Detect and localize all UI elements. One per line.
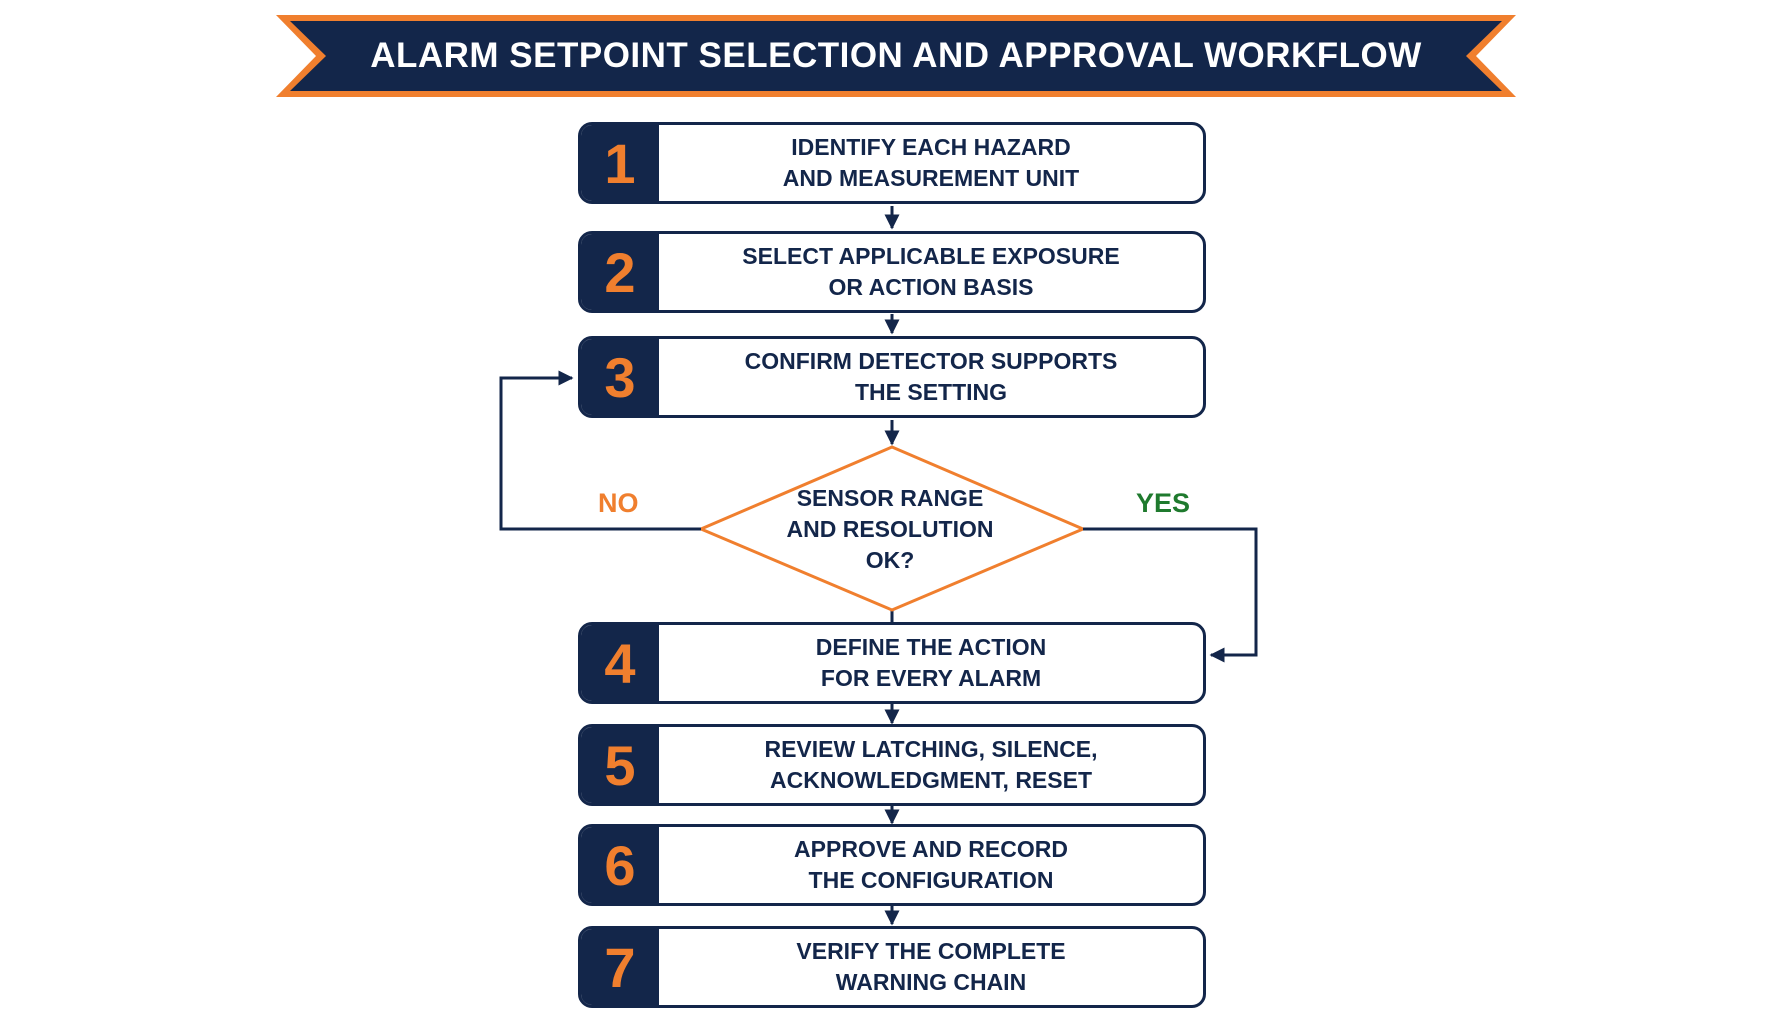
- step-5-line-2: ACKNOWLEDGMENT, RESET: [770, 767, 1092, 793]
- step-7-number: 7: [581, 929, 659, 1005]
- yes-path: [1083, 527, 1258, 663]
- step-4-line-2: FOR EVERY ALARM: [820, 665, 1042, 691]
- step-4-box: 4 DEFINE THE ACTION FOR EVERY ALARM: [578, 622, 1206, 704]
- step-6-box: 6 APPROVE AND RECORD THE CONFIGURATION: [578, 824, 1206, 906]
- step-7-box: 7 VERIFY THE COMPLETE WARNING CHAIN: [578, 926, 1206, 1008]
- no-label: NO: [598, 488, 639, 518]
- step-1-line-2: AND MEASUREMENT UNIT: [782, 165, 1080, 191]
- step-2-line-1: SELECT APPLICABLE EXPOSURE: [742, 243, 1120, 269]
- step-3-text: CONFIRM DETECTOR SUPPORTS THE SETTING: [659, 339, 1203, 415]
- step-6-line-2: THE CONFIGURATION: [808, 867, 1054, 893]
- step-2-text: SELECT APPLICABLE EXPOSURE OR ACTION BASI…: [659, 234, 1203, 310]
- yes-label: YES: [1136, 488, 1191, 518]
- decision-diamond: [697, 445, 1087, 612]
- step-2-number: 2: [581, 234, 659, 310]
- step-4-text: DEFINE THE ACTION FOR EVERY ALARM: [659, 625, 1203, 701]
- decision-line-2: AND RESOLUTION: [786, 515, 994, 542]
- step-7-text: VERIFY THE COMPLETE WARNING CHAIN: [659, 929, 1203, 1005]
- step-6-number: 6: [581, 827, 659, 903]
- step-3-number: 3: [581, 339, 659, 415]
- step-5-number: 5: [581, 727, 659, 803]
- no-loop-path: [499, 370, 701, 531]
- step-5-text: REVIEW LATCHING, SILENCE, ACKNOWLEDGMENT,…: [659, 727, 1203, 803]
- step-5-line-1: REVIEW LATCHING, SILENCE,: [764, 736, 1098, 762]
- step-4-number: 4: [581, 625, 659, 701]
- decision-text: SENSOR RANGE AND RESOLUTION OK?: [760, 482, 1020, 576]
- step-1-box: 1 IDENTIFY EACH HAZARD AND MEASUREMENT UN…: [578, 122, 1206, 204]
- step-3-line-1: CONFIRM DETECTOR SUPPORTS: [744, 348, 1118, 374]
- step-4-line-1: DEFINE THE ACTION: [815, 634, 1047, 660]
- step-7-line-1: VERIFY THE COMPLETE: [796, 938, 1066, 964]
- step-7-line-2: WARNING CHAIN: [835, 969, 1027, 995]
- decision-line-1: SENSOR RANGE: [796, 484, 984, 511]
- step-1-number: 1: [581, 125, 659, 201]
- step-2-line-2: OR ACTION BASIS: [828, 274, 1034, 300]
- title-banner: [290, 21, 1502, 91]
- step-6-text: APPROVE AND RECORD THE CONFIGURATION: [659, 827, 1203, 903]
- step-2-box: 2 SELECT APPLICABLE EXPOSURE OR ACTION BA…: [578, 231, 1206, 313]
- step-1-text: IDENTIFY EACH HAZARD AND MEASUREMENT UNIT: [659, 125, 1203, 201]
- step-1-line-1: IDENTIFY EACH HAZARD: [791, 134, 1071, 160]
- step-5-box: 5 REVIEW LATCHING, SILENCE, ACKNOWLEDGMEN…: [578, 724, 1206, 806]
- step-3-box: 3 CONFIRM DETECTOR SUPPORTS THE SETTING: [578, 336, 1206, 418]
- step-6-line-1: APPROVE AND RECORD: [794, 836, 1068, 862]
- step-3-line-2: THE SETTING: [854, 379, 1008, 405]
- page-title: ALARM SETPOINT SELECTION AND APPROVAL WO…: [370, 36, 1422, 75]
- decision-line-3: OK?: [865, 546, 915, 573]
